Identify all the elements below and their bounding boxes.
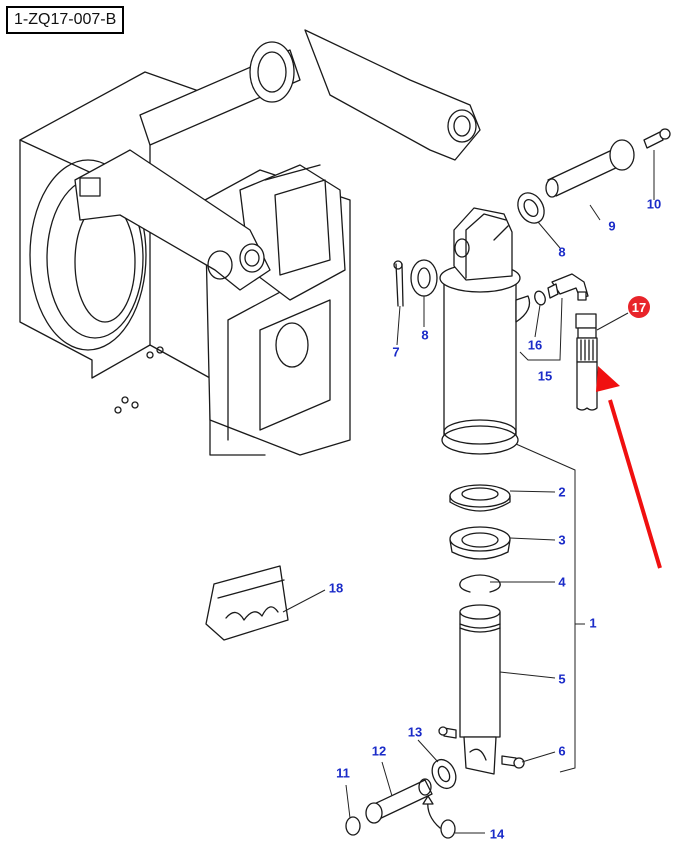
callout-17-highlight-badge[interactable]: 17: [628, 296, 650, 318]
o-ring-16: [534, 290, 546, 306]
circlip-14: [422, 795, 456, 839]
callout-9[interactable]: 9: [608, 218, 616, 234]
piston-rod-5: [459, 604, 501, 775]
seal-kit-18: [205, 565, 289, 641]
callout-3[interactable]: 3: [558, 532, 566, 548]
callout-18[interactable]: 18: [328, 580, 344, 596]
washer-13: [431, 758, 457, 790]
callout-14[interactable]: 14: [489, 826, 505, 842]
washer-8-right: [517, 192, 545, 224]
callout-12[interactable]: 12: [371, 743, 387, 759]
callout-2[interactable]: 2: [558, 484, 566, 500]
elbow-fitting-15: [547, 273, 589, 301]
callout-1[interactable]: 1: [589, 615, 597, 631]
guide-bushing-3: [449, 526, 511, 560]
callout-8-left[interactable]: 8: [421, 327, 429, 343]
washer-8-left: [410, 259, 438, 297]
callout-8-right[interactable]: 8: [558, 244, 566, 260]
hydraulic-hose-17: [575, 313, 598, 411]
callout-10[interactable]: 10: [646, 196, 662, 212]
callout-5[interactable]: 5: [558, 671, 566, 687]
callout-11[interactable]: 11: [336, 765, 350, 781]
grease-nipple-10: [643, 128, 671, 149]
highlight-arrow: [596, 366, 662, 569]
leader-lines: [282, 150, 655, 834]
circlip-11: [345, 816, 361, 836]
callout-6[interactable]: 6: [558, 743, 566, 759]
reference-code-label: 1-ZQ17-007-B: [6, 6, 125, 34]
pin-12: [365, 778, 433, 824]
cotter-pin-7: [393, 260, 404, 307]
seal-ring-2: [449, 484, 511, 512]
pin-9: [545, 139, 635, 198]
lift-arms-rockshaft: [74, 29, 481, 291]
callout-4[interactable]: 4: [558, 574, 566, 590]
cylinder-body: [439, 207, 531, 455]
grease-nipple-6: [438, 726, 525, 769]
callout-15[interactable]: 15: [537, 368, 553, 384]
callout-13[interactable]: 13: [407, 724, 423, 740]
callout-7[interactable]: 7: [392, 344, 400, 360]
callout-16[interactable]: 16: [527, 337, 543, 353]
arrow-head-icon: [596, 366, 620, 392]
snap-ring-4: [459, 574, 501, 593]
